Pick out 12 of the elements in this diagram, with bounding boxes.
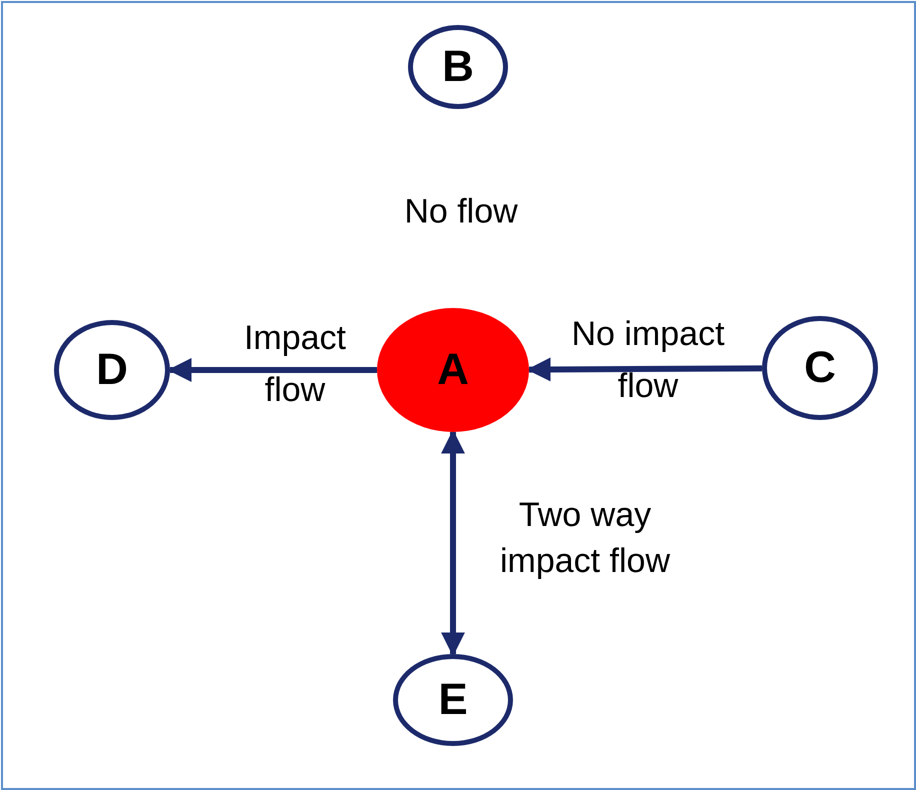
node-label: A bbox=[437, 345, 469, 395]
node-label: E bbox=[438, 675, 468, 725]
node-label: B bbox=[442, 42, 474, 92]
node-label: C bbox=[804, 343, 836, 393]
node-label: D bbox=[96, 345, 128, 395]
edge-label: Two way impact flow bbox=[498, 495, 672, 582]
arrow bbox=[441, 430, 465, 656]
edge-label: No impact flow bbox=[570, 314, 726, 407]
edge-label: Impact flow bbox=[242, 318, 348, 411]
arrow bbox=[168, 358, 377, 382]
note-text: No flow bbox=[404, 192, 518, 232]
arrow bbox=[526, 357, 762, 382]
